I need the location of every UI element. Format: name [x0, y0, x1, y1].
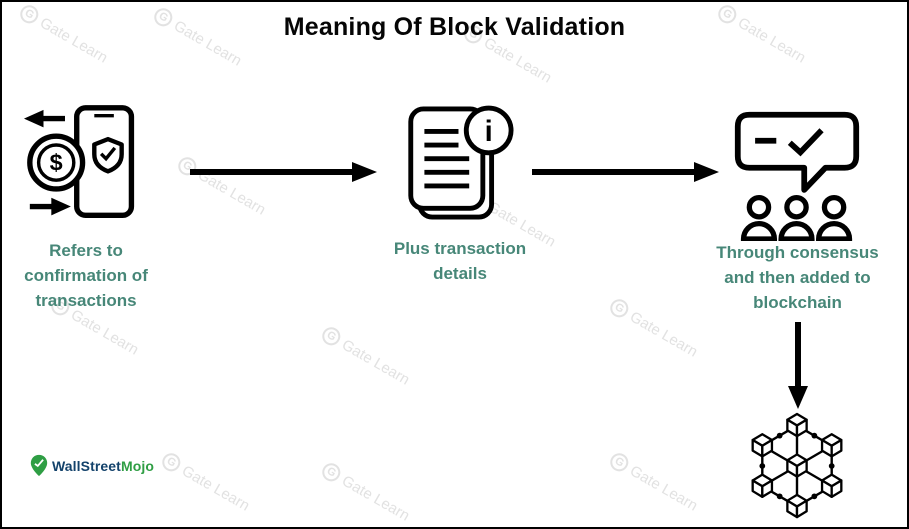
logo-text-wallstreet: WallStreet	[52, 457, 121, 474]
gate-learn-watermark: G Gate Learn	[159, 450, 253, 515]
logo-text-mojo: Mojo	[120, 457, 155, 474]
watermark-text: Gate Learn	[627, 461, 701, 515]
flow-arrow-down	[785, 320, 811, 410]
step-caption-details: Plus transaction details	[393, 239, 527, 283]
gate-learn-watermark: G Gate Learn	[607, 296, 701, 361]
transaction-confirmation-icon: $	[20, 102, 152, 229]
flow-arrow-1	[188, 160, 378, 184]
svg-text:i: i	[485, 116, 493, 148]
wallstreetmojo-pin-icon	[30, 454, 48, 477]
step-caption-consensus: Through consensus and then added to bloc…	[716, 243, 879, 312]
gate-learn-watermark: G Gate Learn	[319, 324, 413, 389]
wallstreetmojo-logo: WallStreetMojo	[30, 454, 154, 477]
watermark-text: Gate Learn	[627, 307, 701, 361]
blockchain-network-icon	[744, 412, 850, 520]
flow-arrow-2	[530, 160, 720, 184]
gate-logo-icon: G	[607, 450, 632, 475]
gate-logo-icon: G	[159, 450, 184, 475]
gate-logo-icon: G	[319, 460, 344, 485]
gate-learn-watermark: G Gate Learn	[607, 450, 701, 515]
watermark-text: Gate Learn	[68, 305, 142, 359]
gate-learn-watermark: G Gate Learn	[319, 460, 413, 525]
transaction-details-icon: i	[402, 105, 514, 224]
gate-logo-icon: G	[319, 324, 344, 349]
consensus-icon	[732, 108, 862, 241]
svg-text:$: $	[50, 149, 63, 175]
watermark-text: Gate Learn	[179, 461, 253, 515]
step-caption-transactions: Refers to confirmation of transactions	[24, 241, 148, 310]
page-title: Meaning Of Block Validation	[283, 13, 626, 41]
gate-logo-icon: G	[607, 296, 632, 321]
watermark-text: Gate Learn	[339, 471, 413, 525]
watermark-text: Gate Learn	[339, 335, 413, 389]
